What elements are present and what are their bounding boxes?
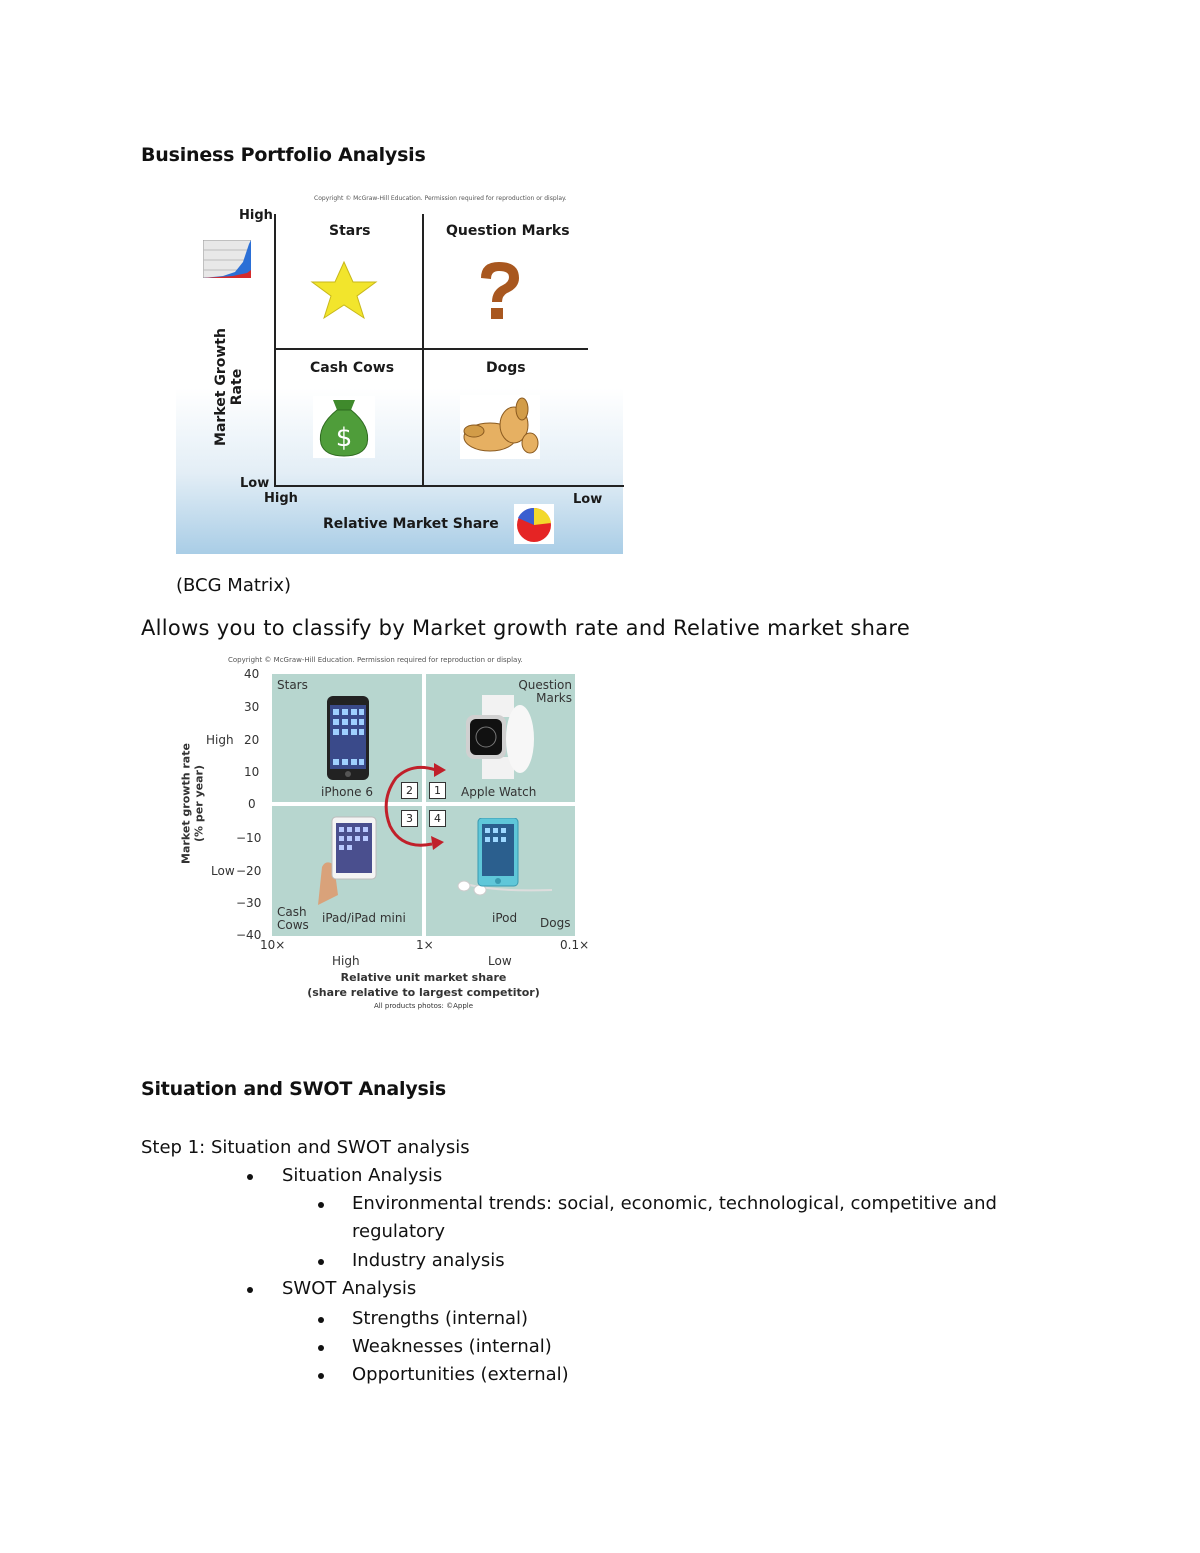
bullet-dot — [318, 1317, 324, 1323]
x-axis-subtitle: (share relative to largest competitor) — [272, 986, 575, 999]
bullet-dot — [247, 1287, 253, 1293]
quadrant-cash-label-2: Cows — [277, 918, 309, 932]
growth-chart-icon — [203, 240, 251, 278]
star-icon — [304, 259, 384, 321]
x-tick: 0.1× — [560, 938, 589, 952]
y-tick: 10 — [244, 765, 259, 779]
quadrant-question-label-1: Question — [516, 678, 572, 692]
y-axis-unit: (% per year) — [193, 734, 206, 874]
y-tick: 20 — [244, 733, 259, 747]
quadrant-stars-label-2: Stars — [277, 678, 308, 692]
step-text: Step 1: Situation and SWOT analysis — [141, 1137, 470, 1158]
x-axis-title-2: Relative unit market share — [272, 971, 575, 984]
dog-icon — [460, 395, 540, 459]
y-axis-title-2: Market growth rate — [180, 734, 193, 874]
y-high-label: High — [239, 208, 273, 223]
y-tick: 0 — [248, 797, 256, 811]
list-item-continuation: regulatory — [352, 1221, 445, 1242]
list-item: Opportunities (external) — [352, 1364, 569, 1385]
y-axis-title: Market Growth Rate — [213, 317, 245, 457]
apple-bcg-figure: Copyright © McGraw-Hill Education. Permi… — [176, 655, 596, 1015]
quadrant-dogs-label-2: Dogs — [540, 916, 570, 930]
list-item: Strengths (internal) — [352, 1308, 528, 1329]
product-iphone-label: iPhone 6 — [321, 785, 373, 799]
x-low-label-2: Low — [488, 954, 512, 968]
bullet-dot — [318, 1373, 324, 1379]
iphone-image — [326, 695, 370, 781]
x-high-label: High — [264, 491, 298, 506]
x-axis-title: Relative Market Share — [323, 516, 499, 532]
list-item: Situation Analysis — [282, 1165, 442, 1186]
product-ipod-label: iPod — [492, 911, 517, 925]
y-tick: −10 — [236, 831, 261, 845]
y-low-label: Low — [240, 476, 269, 491]
money-bag-icon: $ — [313, 396, 375, 458]
x-axis-line — [274, 485, 624, 487]
bullet-dot — [247, 1174, 253, 1180]
quadrant-cash-label-1: Cash — [277, 905, 307, 919]
figure-caption: (BCG Matrix) — [176, 575, 291, 596]
section-heading: Business Portfolio Analysis — [141, 144, 426, 166]
quadrant-dogs-label: Dogs — [486, 360, 526, 376]
description-text: Allows you to classify by Market growth … — [141, 616, 910, 640]
copyright-note: Copyright © McGraw-Hill Education. Permi… — [314, 195, 567, 202]
y-tick: 40 — [244, 667, 259, 681]
list-item: Weaknesses (internal) — [352, 1336, 552, 1357]
product-watch-label: Apple Watch — [461, 785, 536, 799]
ipod-image — [456, 818, 556, 900]
svg-text:$: $ — [336, 423, 353, 453]
y-high-label-2: High — [206, 733, 234, 747]
bullet-dot — [318, 1345, 324, 1351]
y-tick: 30 — [244, 700, 259, 714]
photo-credit: All products photos: ©Apple — [272, 1002, 575, 1010]
bullet-dot — [318, 1202, 324, 1208]
x-low-label: Low — [573, 492, 602, 507]
product-ipad-label: iPad/iPad mini — [322, 911, 406, 925]
bcg-matrix-figure: Copyright © McGraw-Hill Education. Permi… — [176, 186, 623, 554]
vertical-divider — [422, 214, 424, 486]
y-tick: −30 — [236, 896, 261, 910]
y-tick: −20 — [236, 864, 261, 878]
y-low-label-2: Low — [211, 864, 235, 878]
x-tick: 1× — [416, 938, 434, 952]
copyright-note-2: Copyright © McGraw-Hill Education. Permi… — [228, 656, 523, 664]
quadrant-stars-label: Stars — [329, 223, 370, 239]
list-item: Environmental trends: social, economic, … — [352, 1193, 997, 1214]
quadrant-question-marks-label: Question Marks — [446, 223, 570, 239]
list-item: SWOT Analysis — [282, 1278, 416, 1299]
apple-watch-image — [462, 695, 534, 779]
x-tick: 10× — [260, 938, 285, 952]
y-tick: −40 — [236, 928, 261, 942]
y-axis-line — [274, 214, 276, 486]
ipad-image — [316, 815, 382, 905]
question-mark-icon — [471, 258, 527, 322]
bullet-dot — [318, 1259, 324, 1265]
horizontal-divider — [274, 348, 588, 350]
section-heading-swot: Situation and SWOT Analysis — [141, 1078, 446, 1100]
quadrant-cash-cows-label: Cash Cows — [310, 360, 394, 376]
list-item: Industry analysis — [352, 1250, 505, 1271]
pie-chart-icon — [514, 504, 554, 544]
x-high-label-2: High — [332, 954, 360, 968]
cycle-arrow-icon — [376, 760, 456, 856]
